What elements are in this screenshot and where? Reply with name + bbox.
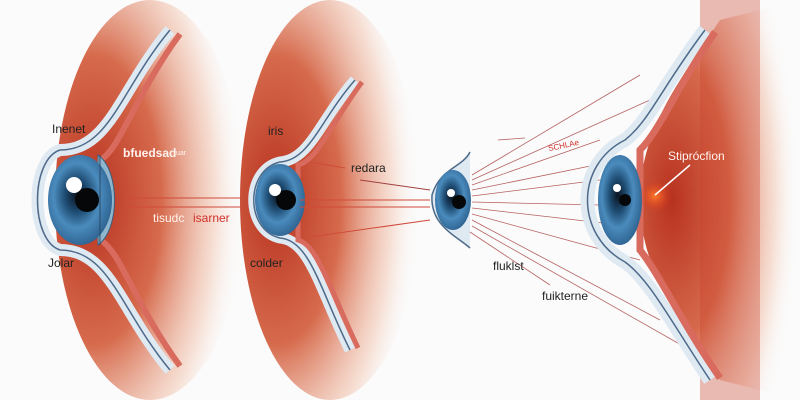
label-bfuedsad: bfuedsad <box>123 146 177 160</box>
eye-4 <box>580 0 800 400</box>
label-isarner: isarner <box>193 211 230 225</box>
eye-2 <box>240 0 431 400</box>
eye-3 <box>431 74 691 351</box>
label-tisudc: tisudc <box>153 211 185 225</box>
label-fluklst: fluklst <box>493 259 524 273</box>
label-jolar: Jolar <box>48 256 75 270</box>
label-stiprocfion: Stiprócfion <box>668 149 725 163</box>
label-iris: iris <box>268 124 284 138</box>
eye-1-pupil <box>75 188 99 212</box>
eye-1-tissue <box>55 0 245 400</box>
label-bfuedsad-small: tuar <box>174 150 187 157</box>
eye-1 <box>31 0 250 400</box>
label-colder: colder <box>250 256 283 270</box>
label-inenet: Inenet <box>52 122 86 136</box>
label-fuikterne: fuikterne <box>542 289 589 303</box>
label-redara: redara <box>351 161 386 175</box>
pointer-arrow <box>654 164 691 196</box>
